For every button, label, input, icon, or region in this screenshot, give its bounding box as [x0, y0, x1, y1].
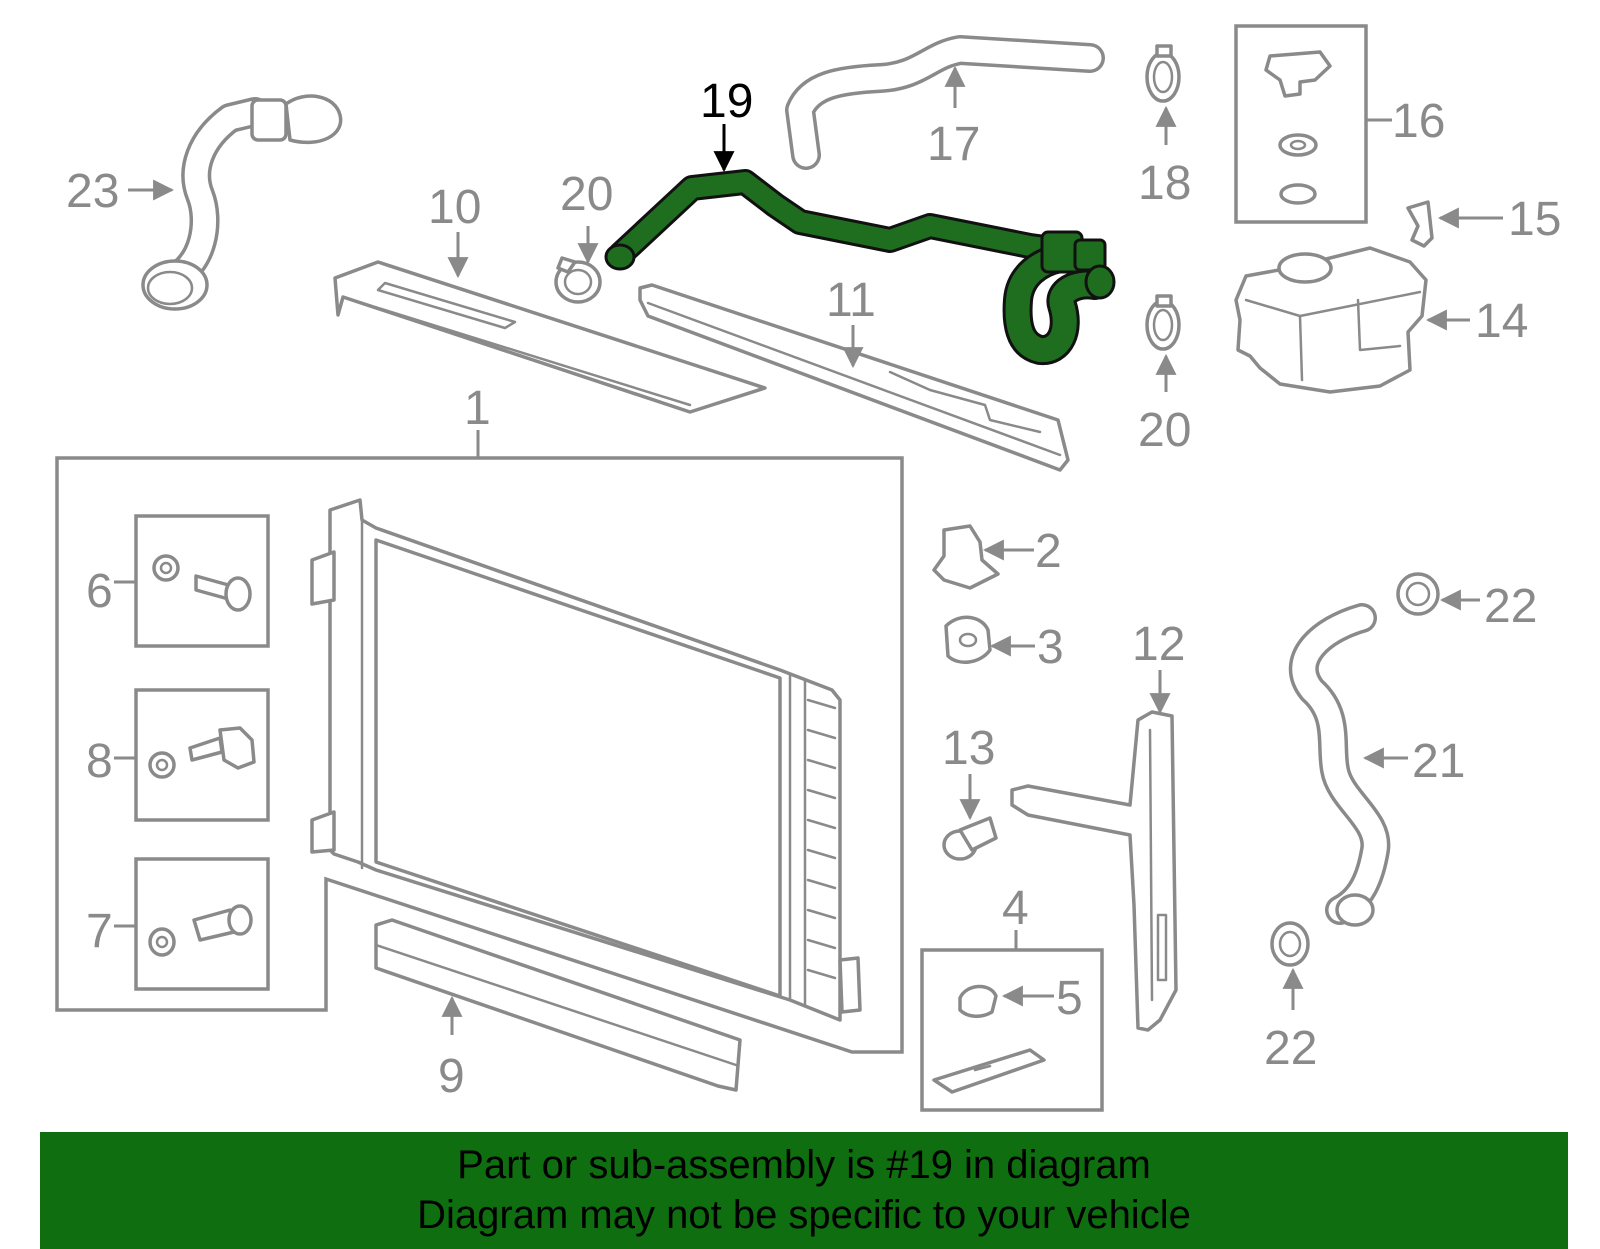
- part-4-bracket-kit[interactable]: [920, 948, 1104, 1112]
- part-7-drain-plug-kit[interactable]: [134, 857, 270, 991]
- callout-16[interactable]: 16: [1392, 95, 1445, 148]
- part-10-baffle[interactable]: [333, 260, 767, 414]
- callout-20-lower[interactable]: 20: [1138, 404, 1191, 457]
- part-15-clip[interactable]: [1406, 200, 1434, 248]
- callout-6[interactable]: 6: [86, 565, 113, 618]
- callout-22-lower[interactable]: 22: [1264, 1022, 1317, 1075]
- callout-7[interactable]: 7: [86, 905, 113, 958]
- callout-11[interactable]: 11: [826, 274, 876, 327]
- callout-20-upper[interactable]: 20: [560, 168, 613, 221]
- part-17-hose[interactable]: [785, 35, 1105, 170]
- callout-9[interactable]: 9: [438, 1050, 465, 1103]
- part-3-insulator[interactable]: [944, 615, 992, 664]
- callout-19[interactable]: 19: [700, 75, 753, 128]
- callout-15[interactable]: 15: [1508, 193, 1561, 246]
- part-13-push-clip[interactable]: [942, 816, 998, 861]
- callout-2[interactable]: 2: [1035, 525, 1062, 578]
- callout-21[interactable]: 21: [1412, 735, 1465, 788]
- part-20-clamp-lower[interactable]: [1145, 294, 1181, 351]
- callout-10[interactable]: 10: [428, 181, 481, 234]
- part-16-cap-kit[interactable]: [1234, 24, 1368, 224]
- info-banner: Part or sub-assembly is #19 in diagram D…: [40, 1132, 1568, 1249]
- part-14-reservoir[interactable]: [1234, 246, 1428, 394]
- part-8-fitting-kit[interactable]: [134, 688, 270, 822]
- banner-line-2: Diagram may not be specific to your vehi…: [417, 1193, 1191, 1237]
- part-11-baffle[interactable]: [638, 283, 1070, 472]
- callout-5[interactable]: 5: [1056, 972, 1083, 1025]
- part-22-clamp-upper[interactable]: [1396, 572, 1440, 616]
- part-1-radiator[interactable]: [310, 498, 862, 1022]
- callout-23[interactable]: 23: [66, 165, 119, 218]
- box-1-radiator-assembly: [55, 456, 904, 1054]
- part-23-hose[interactable]: [141, 94, 343, 311]
- callout-17[interactable]: 17: [927, 118, 980, 171]
- callout-4[interactable]: 4: [1002, 882, 1029, 935]
- part-19-hose-highlighted[interactable]: [604, 169, 1116, 365]
- part-18-clamp[interactable]: [1145, 44, 1181, 103]
- callout-1[interactable]: 1: [464, 382, 491, 435]
- callout-12[interactable]: 12: [1132, 618, 1185, 671]
- part-2-bracket[interactable]: [932, 524, 1000, 590]
- callout-22-upper[interactable]: 22: [1484, 580, 1537, 633]
- part-6-bolt-kit[interactable]: [134, 514, 270, 648]
- callout-14[interactable]: 14: [1475, 295, 1528, 348]
- banner-line-1: Part or sub-assembly is #19 in diagram: [457, 1143, 1151, 1187]
- callout-18[interactable]: 18: [1138, 157, 1191, 210]
- part-20-clamp-upper[interactable]: [554, 256, 602, 304]
- callout-3[interactable]: 3: [1037, 621, 1064, 674]
- callout-13[interactable]: 13: [942, 722, 995, 775]
- part-21-hose[interactable]: [1288, 603, 1391, 927]
- part-12-side-bracket[interactable]: [1010, 710, 1178, 1032]
- part-22-clamp-lower[interactable]: [1270, 921, 1310, 967]
- part-9-lower-baffle[interactable]: [374, 918, 742, 1092]
- callout-8[interactable]: 8: [86, 735, 113, 788]
